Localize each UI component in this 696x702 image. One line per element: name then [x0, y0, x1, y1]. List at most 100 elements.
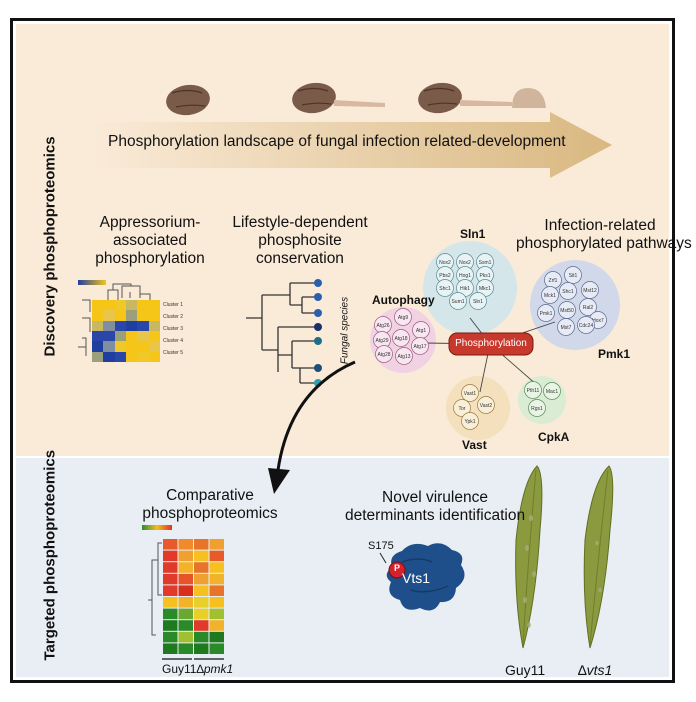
autophagy-node: [392, 329, 410, 347]
heatmap-cell: [148, 320, 160, 331]
vts1-protein: [386, 543, 465, 611]
comparative-heatmap-cell: [163, 631, 178, 643]
tree-tips: [314, 279, 322, 387]
vast-node-label: Vast2: [480, 403, 493, 409]
comparative-heatmap-cell: [163, 562, 178, 573]
comparative-heatmap-cell: [209, 620, 224, 631]
development-arrow: [85, 112, 612, 178]
heatmap-cell: [103, 300, 115, 311]
heatmap-cell: [126, 351, 138, 362]
comparative-heatmap-cell: [209, 631, 224, 643]
comparative-heatmap-cell: [163, 597, 178, 608]
pmk1-node-label: Mst50: [560, 308, 574, 314]
comparative-heatmap-cell: [209, 608, 224, 620]
autophagy-node: [375, 345, 393, 363]
sln1-node-label: Mkc1: [479, 286, 491, 292]
comparative-heatmap-cell: [178, 631, 193, 643]
spore-2: [292, 82, 385, 114]
autophagy-node: [395, 347, 413, 365]
vast-label: Vast: [462, 438, 487, 452]
comparative-title-line1: Comparative: [166, 487, 254, 504]
cpka-label: CpkA: [538, 430, 570, 444]
sln1-node-label: Pks1: [479, 273, 490, 279]
comparative-color-key: [142, 525, 172, 530]
heatmap-cell: [126, 300, 138, 311]
heatmap-cell: [114, 341, 126, 352]
comparative-heatmap-cell: [178, 597, 193, 608]
comparative-heatmap-cell: [178, 562, 193, 573]
leaf-guy11-label: Guy11: [505, 662, 546, 678]
comparative-heatmap-cell: [178, 643, 193, 654]
comparative-heatmap-cell: [178, 608, 193, 620]
s175-label: S175: [368, 540, 394, 552]
vast-node-label: Vast1: [464, 391, 477, 397]
comparative-heatmap-cell: [194, 608, 209, 620]
heatmap-cell: [148, 331, 160, 342]
heatmap-cell: [114, 310, 126, 321]
cpka-node: [524, 381, 542, 399]
heatmap-cell: [114, 351, 126, 362]
appressorium-title-line2: associated: [112, 232, 188, 249]
heatmap-cluster-label: Cluster 2: [163, 314, 184, 320]
cpka-node: [528, 399, 546, 417]
heatmap-cell: [126, 341, 138, 352]
pmk1-node-label: Sit1: [569, 273, 578, 279]
targeted-panel: [16, 458, 669, 677]
comparative-heatmap-cell: [194, 562, 209, 573]
heatmap-cell: [126, 320, 138, 331]
phospho-badge-label: P: [393, 563, 400, 573]
autophagy-node: [394, 308, 412, 326]
autophagy-node-label: Atg9: [398, 315, 409, 321]
heatmap-cell: [103, 351, 115, 362]
comparative-guy11-label: Guy11∆pmk1: [162, 662, 233, 676]
novel-title-line1: Novel virulence: [382, 489, 488, 506]
comparative-heatmap-cell: [209, 562, 224, 573]
heatmap-cell: [92, 331, 104, 342]
infection-title-line1: Infection-related: [544, 217, 656, 234]
heatmap-cell: [114, 320, 126, 331]
comparative-heatmap-cell: [178, 573, 193, 585]
pmk1-node: [557, 318, 575, 336]
heatmap-cluster-label: Cluster 5: [163, 350, 184, 356]
heatmap-cell: [103, 331, 115, 342]
tree-label: Fungal species: [339, 296, 351, 365]
comparative-heatmap-cell: [178, 550, 193, 562]
comparative-heatmap-cell: [209, 573, 224, 585]
guy11-leaf: [515, 465, 543, 649]
comparative-delta: ∆: [196, 662, 204, 676]
discovery-panel: [16, 24, 669, 456]
pmk1-node: [564, 266, 582, 284]
heatmap-cell: [137, 341, 149, 352]
heatmap-cluster-label: Cluster 4: [163, 338, 184, 344]
comparative-heatmap-cell: [194, 597, 209, 608]
pmk1-node: [541, 286, 559, 304]
comparative-title: Comparative phosphoproteomics: [140, 487, 280, 523]
autophagy-node-label: Atg17: [413, 344, 426, 350]
comparative-heatmap-cell: [194, 550, 209, 562]
comparative-heatmap-cell: [194, 643, 209, 654]
sln1-label: Sln1: [460, 227, 486, 241]
vast-node: [477, 396, 495, 414]
cpka-node-label: Mac1: [546, 389, 558, 395]
sln1-node-label: Pbs2: [439, 273, 451, 279]
sln1-node-label: Ssm1: [479, 260, 492, 266]
heatmap-cell: [103, 341, 115, 352]
comparative-heatmap-cell: [163, 608, 178, 620]
heatmap-cell: [114, 331, 126, 342]
pmk1-node-label: Mst12: [583, 288, 597, 294]
spore-1: [166, 84, 210, 116]
cpka-node-label: Pth11: [527, 388, 540, 394]
autophagy-node-label: Atg13: [397, 354, 410, 360]
sln1-node-label: Shc1: [439, 286, 451, 292]
heatmap-cell: [114, 300, 126, 311]
heatmap-grid: [92, 300, 160, 362]
sln1-node-label: Nox2: [439, 260, 451, 266]
comparative-heatmap-cell: [209, 585, 224, 596]
lifestyle-title-line3: conservation: [256, 250, 344, 267]
comparative-heatmap-cell: [163, 643, 178, 654]
comparative-heatmap-cell: [163, 620, 178, 631]
autophagy-node-label: Atg1: [416, 328, 427, 334]
pmk1-label: Pmk1: [598, 347, 631, 361]
comparative-heatmap-cell: [178, 620, 193, 631]
